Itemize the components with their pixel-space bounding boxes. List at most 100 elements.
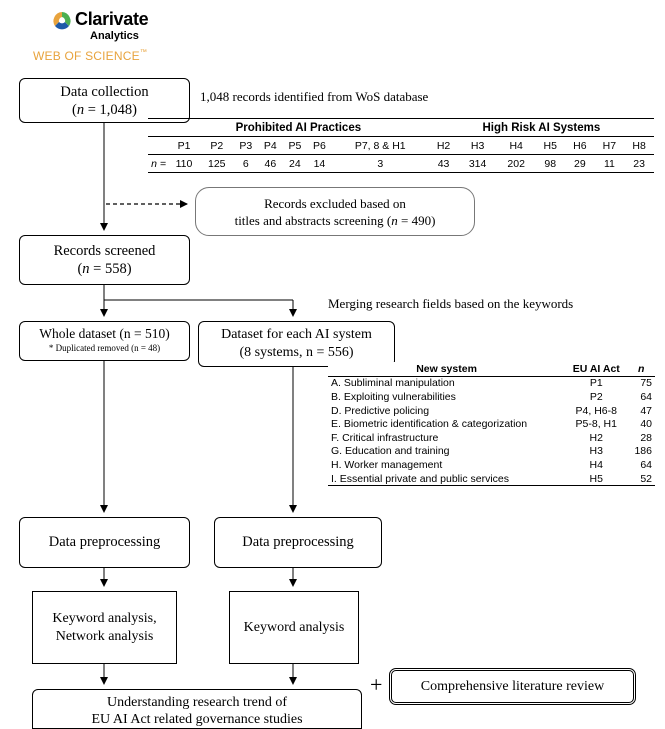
kw-left-line1: Keyword analysis,	[52, 610, 157, 626]
wos-value-cell: 125	[208, 157, 226, 170]
sys-cell-system: I. Essential private and public services	[331, 472, 510, 485]
sys-cell-act: H5	[589, 472, 603, 485]
prep-left-label: Data preprocessing	[48, 534, 161, 550]
new-system-table: New system EU AI Act n A. Subliminal man…	[328, 362, 655, 487]
wos-col-header: H6	[573, 139, 587, 152]
lit-review-label: Comprehensive literature review	[420, 678, 605, 694]
sys-cell-act: H3	[589, 445, 603, 458]
wos-records-table: Prohibited AI Practices High Risk AI Sys…	[148, 118, 654, 173]
whole-duplicates: * Duplicated removed (n = 48)	[48, 343, 161, 353]
sys-header-n: n	[637, 362, 645, 375]
wos-group-header-row: Prohibited AI Practices High Risk AI Sys…	[148, 118, 654, 137]
each-system-dataset-box: Dataset for each AI system (8 systems, n…	[198, 321, 395, 367]
kw-right-label: Keyword analysis	[243, 619, 345, 635]
wos-row-label: n =	[151, 157, 166, 170]
wos-col-header: P2	[210, 139, 224, 152]
each-title: Dataset for each AI system	[221, 327, 372, 342]
records-excluded-box: Records excluded based on titles and abs…	[195, 187, 475, 236]
understanding-line2: EU AI Act related governance studies	[91, 712, 303, 727]
keyword-analysis-box: Keyword analysis	[229, 591, 359, 664]
screened-count: (n = 558)	[77, 261, 132, 277]
each-count: (8 systems, n = 556)	[239, 345, 354, 360]
wos-value-cell: 43	[437, 157, 450, 170]
sys-cell-system: H. Worker management	[331, 458, 443, 471]
wos-value-cell: 29	[573, 157, 586, 170]
group-high-risk: High Risk AI Systems	[482, 121, 601, 134]
wos-value-cell: 98	[544, 157, 557, 170]
screened-title: Records screened	[53, 243, 156, 259]
product-tm: ™	[139, 49, 148, 56]
sys-row: E. Biometric identification & categoriza…	[328, 417, 655, 431]
wos-value-cell: 11	[603, 157, 615, 170]
sys-row: A. Subliminal manipulation P1 75	[328, 376, 655, 390]
sys-cell-n: 47	[640, 404, 652, 417]
sys-row: F. Critical infrastructure H2 28	[328, 431, 655, 445]
sys-row: D. Predictive policing P4, H6-8 47	[328, 404, 655, 418]
data-collection-box: Data collection (n = 1,048)	[19, 78, 190, 123]
keyword-network-box: Keyword analysis, Network analysis	[32, 591, 177, 664]
understanding-line1: Understanding research trend of	[107, 695, 287, 710]
excluded-detail: titles and abstracts screening (n = 490)	[234, 212, 436, 228]
sys-cell-system: A. Subliminal manipulation	[331, 377, 455, 390]
sys-cell-n: 40	[640, 418, 652, 431]
wos-value-cell: 314	[468, 157, 487, 170]
whole-title: Whole dataset (n = 510)	[39, 326, 170, 341]
identified-note: 1,048 records identified from WoS databa…	[200, 89, 429, 104]
wos-col-header: H7	[602, 139, 617, 152]
prep-right-label: Data preprocessing	[242, 534, 354, 550]
clarivate-logo-icon	[53, 12, 71, 30]
sys-cell-act: H4	[589, 458, 603, 471]
wos-value-cell: 6	[242, 157, 249, 170]
wos-col-header: H4	[509, 139, 523, 152]
sys-row: I. Essential private and public services…	[328, 472, 655, 486]
sys-cell-n: 64	[640, 458, 652, 471]
sys-cell-n: 64	[640, 390, 652, 403]
sys-cell-n: 186	[634, 445, 652, 458]
wos-col-header: H3	[470, 139, 485, 152]
wos-value-cell: 46	[264, 157, 277, 170]
plus-sign: +	[370, 672, 383, 697]
clarivate-logo: Clarivate Analytics	[52, 9, 172, 42]
sys-row: G. Education and training H3 186	[328, 445, 655, 459]
sys-cell-system: D. Predictive policing	[331, 404, 430, 417]
wos-col-header: P3	[239, 139, 253, 152]
sys-cell-n: 28	[640, 431, 652, 444]
data-collection-title: Data collection	[60, 83, 149, 100]
wos-col-header: P6	[313, 139, 326, 152]
sys-cell-act: P4, H6-8	[575, 404, 617, 417]
wos-value-cell: 3	[377, 157, 384, 170]
sys-cell-act: P1	[589, 377, 603, 390]
understanding-trend-box: Understanding research trend of EU AI Ac…	[32, 689, 362, 729]
sys-cell-system: G. Education and training	[331, 445, 450, 458]
web-of-science-wordmark: WEB OF SCIENCE™	[33, 49, 147, 63]
excluded-title: Records excluded based on	[264, 195, 406, 211]
sys-cell-act: H2	[589, 431, 603, 444]
records-screened-box: Records screened (n = 558)	[19, 235, 190, 285]
product-name: WEB OF SCIENCE	[33, 49, 140, 63]
sys-header-act: EU AI Act	[572, 362, 620, 375]
wos-col-header: H5	[543, 139, 557, 152]
wos-value-cell: 23	[633, 157, 645, 170]
preprocessing-right-box: Data preprocessing	[214, 517, 382, 568]
kw-left-line2: Network analysis	[55, 628, 154, 644]
sys-row: H. Worker management H4 64	[328, 458, 655, 472]
wos-col-header: P4	[263, 139, 277, 152]
wos-col-header: H8	[632, 139, 646, 152]
sys-cell-act: P5-8, H1	[575, 418, 617, 431]
merging-note: Merging research fields based on the key…	[328, 296, 574, 311]
group-prohibited: Prohibited AI Practices	[235, 121, 362, 134]
wos-col-header: P7, 8 & H1	[354, 139, 406, 152]
sys-cell-n: 52	[640, 472, 652, 485]
sys-cell-n: 75	[640, 377, 652, 390]
sys-cell-system: E. Biometric identification & categoriza…	[331, 418, 528, 431]
sys-cell-act: P2	[589, 390, 603, 403]
whole-dataset-box: Whole dataset (n = 510) * Duplicated rem…	[19, 321, 190, 361]
wos-value-cell: 110	[175, 157, 193, 170]
literature-review-box: Comprehensive literature review	[389, 668, 636, 705]
sys-cell-system: F. Critical infrastructure	[331, 431, 439, 444]
logo-sub: Analytics	[90, 30, 139, 42]
wos-value-cell: 202	[507, 157, 525, 170]
